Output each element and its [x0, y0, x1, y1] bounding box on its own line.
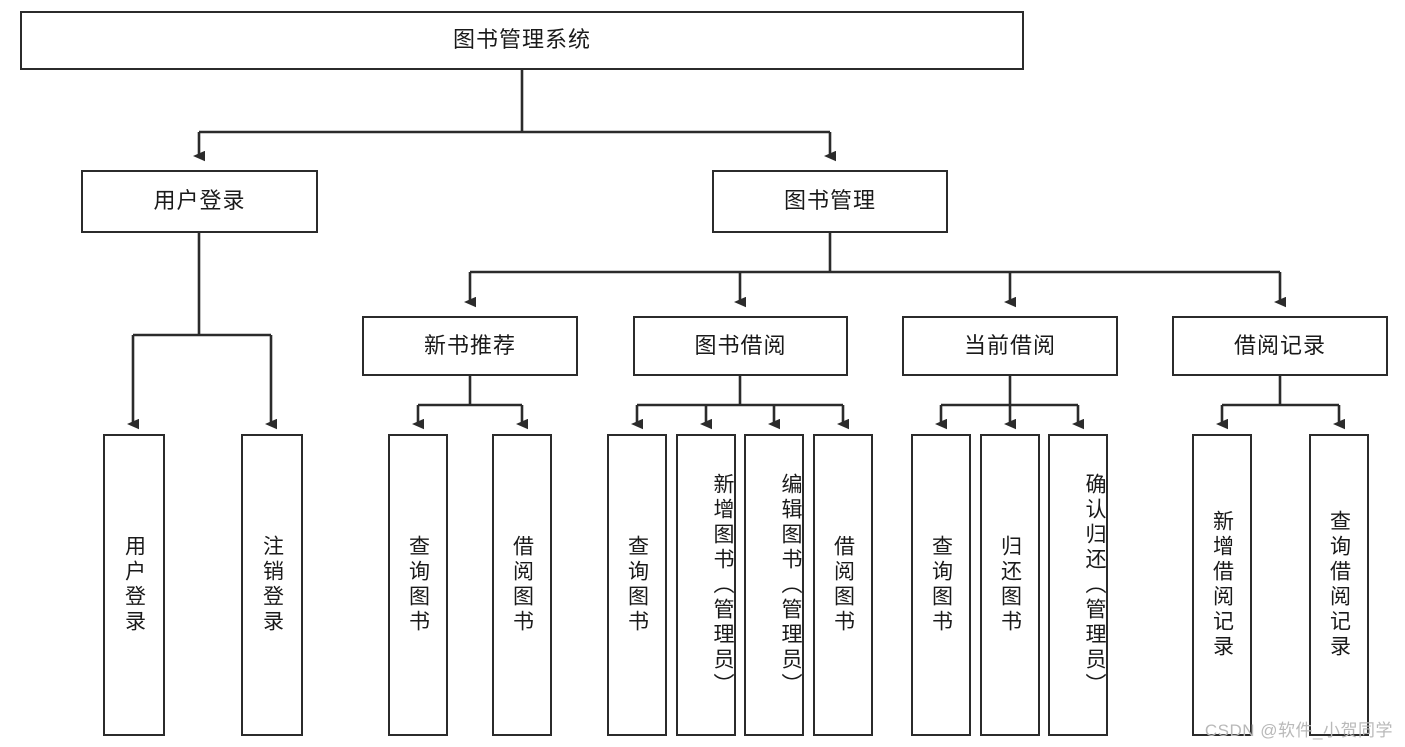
node-leaf-query-book-1[interactable]: 查询图书 [388, 434, 448, 736]
node-borrow-record-label: 借阅记录 [1233, 332, 1326, 358]
node-leaf-query-book-1-label: 查询图书 [406, 535, 430, 635]
node-borrow-record[interactable]: 借阅记录 [1172, 316, 1388, 376]
node-root-system[interactable]: 图书管理系统 [20, 11, 1024, 70]
node-current-borrow[interactable]: 当前借阅 [902, 316, 1118, 376]
node-leaf-add-book-admin-label: 新增图书（管理员） [711, 472, 734, 698]
node-user-login-label: 用户登录 [153, 188, 246, 214]
node-leaf-confirm-return-admin[interactable]: 确认归还（管理员） [1048, 434, 1108, 736]
node-book-manage-label: 图书管理 [783, 188, 876, 214]
node-user-login[interactable]: 用户登录 [81, 170, 318, 233]
node-leaf-add-borrow-record[interactable]: 新增借阅记录 [1192, 434, 1252, 736]
node-new-book-recommend[interactable]: 新书推荐 [362, 316, 578, 376]
node-leaf-query-book-2[interactable]: 查询图书 [607, 434, 667, 736]
connectors-bookborrow-to-leaves [631, 376, 849, 430]
node-leaf-query-borrow-record[interactable]: 查询借阅记录 [1309, 434, 1369, 736]
node-leaf-add-borrow-record-label: 新增借阅记录 [1210, 510, 1234, 660]
node-leaf-query-book-2-label: 查询图书 [625, 535, 649, 635]
node-leaf-user-login[interactable]: 用户登录 [103, 434, 165, 736]
node-leaf-query-book-3-label: 查询图书 [929, 535, 953, 635]
node-leaf-logout-login[interactable]: 注销登录 [241, 434, 303, 736]
node-leaf-add-book-admin[interactable]: 新增图书（管理员） [676, 434, 736, 736]
node-leaf-logout-login-label: 注销登录 [260, 535, 284, 635]
connectors-borrowrecord-to-leaves [1216, 376, 1345, 430]
node-book-borrow-label: 图书借阅 [694, 332, 787, 358]
node-root-system-label: 图书管理系统 [452, 27, 591, 53]
node-leaf-user-login-label: 用户登录 [122, 535, 146, 635]
node-leaf-edit-book-admin-label: 编辑图书（管理员） [779, 472, 802, 698]
node-book-manage[interactable]: 图书管理 [712, 170, 948, 233]
node-leaf-borrow-book-1-label: 借阅图书 [510, 535, 534, 635]
node-leaf-borrow-book-1[interactable]: 借阅图书 [492, 434, 552, 736]
node-book-borrow[interactable]: 图书借阅 [633, 316, 848, 376]
connectors-userlogin-to-leaves [127, 233, 277, 430]
connectors-bookmanage-to-level3 [464, 233, 1286, 308]
connectors-newbook-to-leaves [412, 376, 528, 430]
node-leaf-confirm-return-admin-label: 确认归还（管理员） [1083, 472, 1106, 698]
node-leaf-edit-book-admin[interactable]: 编辑图书（管理员） [744, 434, 804, 736]
csdn-watermark: CSDN @软件_小贺同学 [1204, 721, 1393, 740]
node-leaf-borrow-book-2[interactable]: 借阅图书 [813, 434, 873, 736]
node-new-book-recommend-label: 新书推荐 [423, 332, 516, 358]
node-leaf-query-book-3[interactable]: 查询图书 [911, 434, 971, 736]
node-leaf-return-book[interactable]: 归还图书 [980, 434, 1040, 736]
node-current-borrow-label: 当前借阅 [963, 332, 1056, 358]
connectors-currentborrow-to-leaves [935, 376, 1084, 430]
node-leaf-borrow-book-2-label: 借阅图书 [831, 535, 855, 635]
connectors-root-to-level2 [193, 70, 836, 162]
node-leaf-return-book-label: 归还图书 [998, 535, 1022, 635]
node-leaf-query-borrow-record-label: 查询借阅记录 [1327, 510, 1351, 660]
